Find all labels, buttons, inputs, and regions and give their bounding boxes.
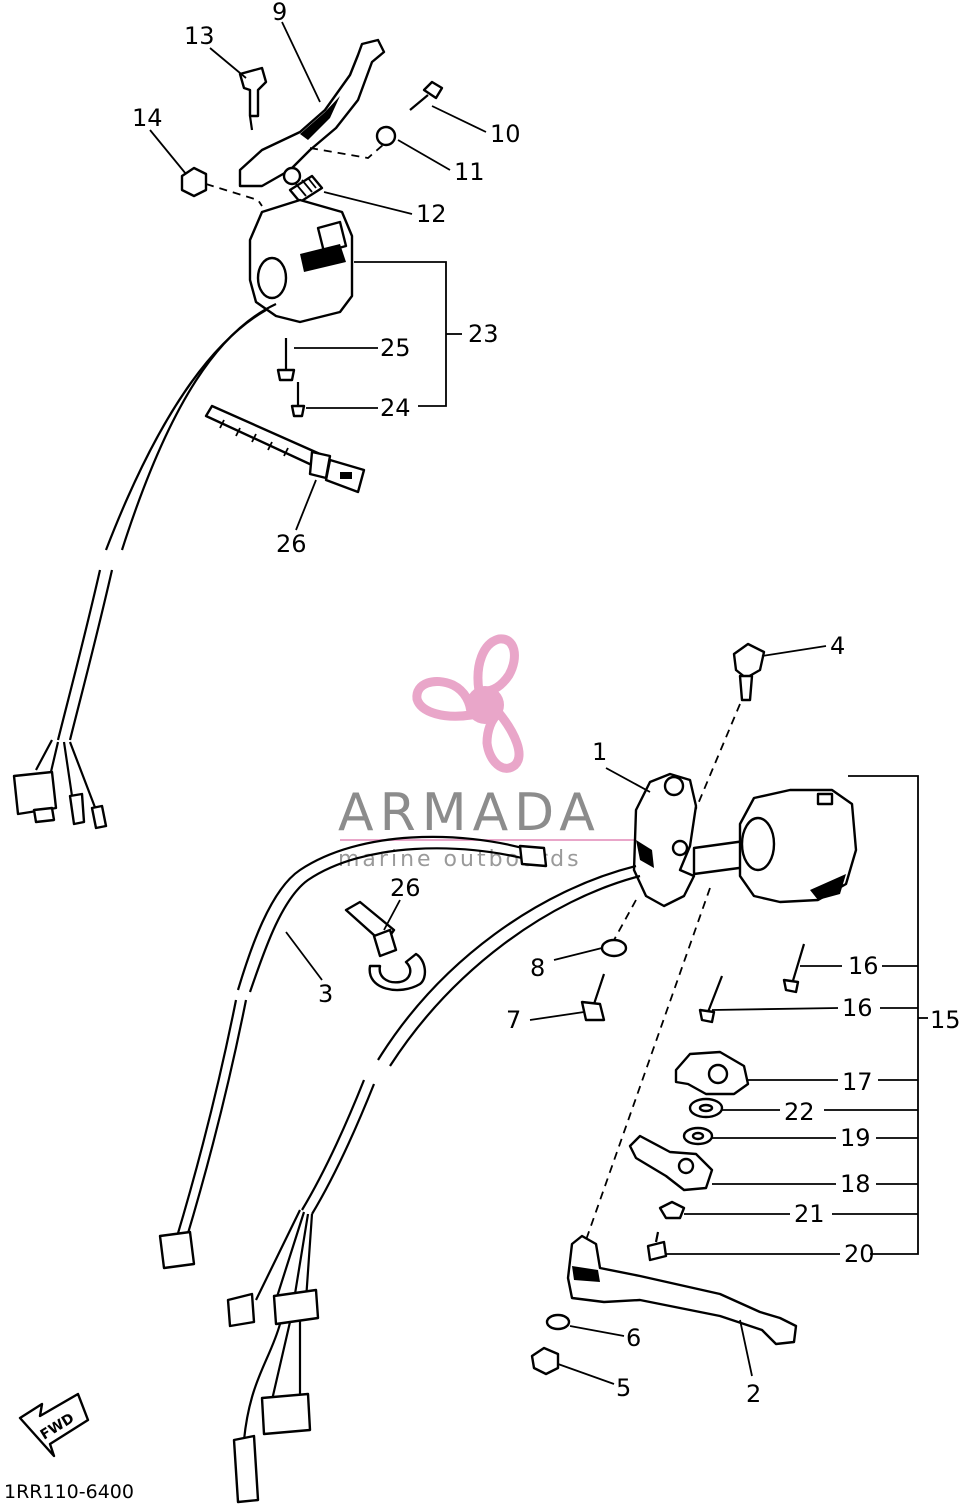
left-wire-connector [12, 770, 108, 830]
part-8-collar [600, 938, 628, 958]
part-18-plate [628, 1134, 714, 1192]
part-9-lever [238, 38, 386, 188]
callout-numbers: 9 13 14 10 11 12 23 25 24 26 4 1 26 3 8 … [132, 0, 961, 1408]
part-3-cable [158, 835, 548, 1270]
part-14-nut [180, 166, 208, 198]
left-switch-wire [35, 303, 277, 811]
part-26-cable-tie-lower [344, 900, 427, 992]
part-11-collar [375, 125, 397, 147]
watermark-brand: ARMADA [338, 783, 601, 843]
part-13-bolt [238, 66, 268, 131]
part-1-bracket [632, 772, 698, 908]
part-10-screw [409, 80, 444, 111]
callout-17: 17 [842, 1068, 873, 1096]
callout-4: 4 [830, 632, 845, 660]
callout-14: 14 [132, 104, 163, 132]
callout-13: 13 [184, 22, 215, 50]
part-22-washer [688, 1097, 724, 1119]
fwd-arrow-icon: FWD [18, 1392, 90, 1458]
part-12-spring [288, 174, 324, 204]
callout-24: 24 [380, 394, 411, 422]
callout-18: 18 [840, 1170, 871, 1198]
diagram-code: 1RR110-6400 [4, 1481, 134, 1503]
callout-3: 3 [318, 980, 333, 1008]
part-16-screw-b [698, 975, 724, 1024]
part-5-nut [530, 1346, 560, 1376]
callout-6: 6 [626, 1324, 641, 1352]
lower-dashed-guide-4 [681, 703, 741, 843]
callout-10: 10 [490, 120, 521, 148]
callout-15: 15 [930, 1006, 961, 1034]
part-15-right-switch-housing [738, 788, 858, 904]
callout-1: 1 [592, 738, 607, 766]
part-23-left-switch-housing [248, 198, 354, 324]
part-7-bolt [580, 973, 606, 1022]
callout-21: 21 [794, 1200, 825, 1228]
callout-26-lower: 26 [390, 874, 421, 902]
callout-9: 9 [272, 0, 287, 26]
callout-16-a: 16 [848, 952, 879, 980]
callout-8: 8 [530, 954, 545, 982]
part-19-washer [682, 1126, 714, 1146]
part-26-cable-tie-upper [204, 404, 366, 494]
right-switch-wire [226, 864, 641, 1504]
callout-12: 12 [416, 200, 447, 228]
callout-20: 20 [844, 1240, 875, 1268]
upper-dashed-guides [205, 143, 385, 207]
leader-lines [149, 21, 928, 1385]
callout-19: 19 [840, 1124, 871, 1152]
callout-23: 23 [468, 320, 499, 348]
callout-11: 11 [454, 158, 485, 186]
callout-26-upper: 26 [276, 530, 307, 558]
propeller-logo-icon [412, 634, 524, 773]
part-16-screw-a [782, 943, 806, 994]
lower-dashed-guide-bracket [613, 899, 637, 941]
part-21-nut [658, 1200, 686, 1220]
part-24-screw [290, 382, 306, 418]
part-20-screw [646, 1231, 668, 1262]
part-17-switch-body [674, 1050, 750, 1096]
part-2-lever [566, 1234, 798, 1346]
part-4-bolt [732, 642, 766, 702]
part-25-screw [276, 338, 296, 382]
lower-dashed-guide-lever [585, 887, 711, 1241]
callout-2: 2 [746, 1380, 761, 1408]
callout-25: 25 [380, 334, 411, 362]
callout-16-b: 16 [842, 994, 873, 1022]
callout-5: 5 [616, 1374, 631, 1402]
callout-22: 22 [784, 1098, 815, 1126]
callout-7: 7 [506, 1006, 521, 1034]
part-6-washer [545, 1313, 571, 1331]
